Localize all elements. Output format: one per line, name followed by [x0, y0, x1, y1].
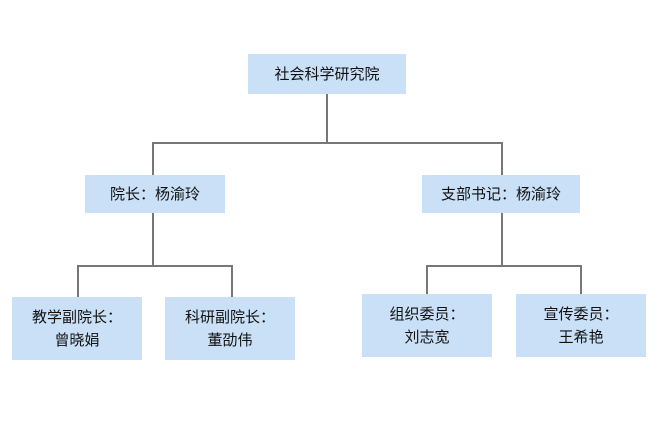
research-vice-dean-name: 董劭伟	[207, 330, 253, 349]
research-vice-dean-title: 科研副院长：	[184, 308, 275, 327]
propaganda-member-name: 王希艳	[558, 327, 604, 346]
dean-node: 院长：杨渝玲	[85, 175, 225, 213]
teaching-vice-dean-name: 曾晓娟	[54, 330, 100, 349]
organization-member-name: 刘志宽	[404, 327, 450, 346]
research-vice-dean-node: 科研副院长： 董劭伟	[165, 297, 295, 360]
organization-member-node: 组织委员： 刘志宽	[362, 294, 492, 357]
propaganda-member-title: 宣传委员：	[543, 305, 619, 324]
teaching-vice-dean-node: 教学副院长： 曾晓娟	[12, 297, 142, 360]
dean-label: 院长：杨渝玲	[109, 184, 200, 203]
party-secretary-node: 支部书记：杨渝玲	[422, 175, 580, 213]
organization-member-title: 组织委员：	[389, 305, 465, 324]
party-secretary-label: 支部书记：杨渝玲	[440, 184, 561, 203]
institute-root-node: 社会科学研究院	[248, 54, 406, 94]
institute-root-label: 社会科学研究院	[274, 64, 380, 83]
propaganda-member-node: 宣传委员： 王希艳	[516, 294, 646, 357]
teaching-vice-dean-title: 教学副院长：	[31, 308, 122, 327]
